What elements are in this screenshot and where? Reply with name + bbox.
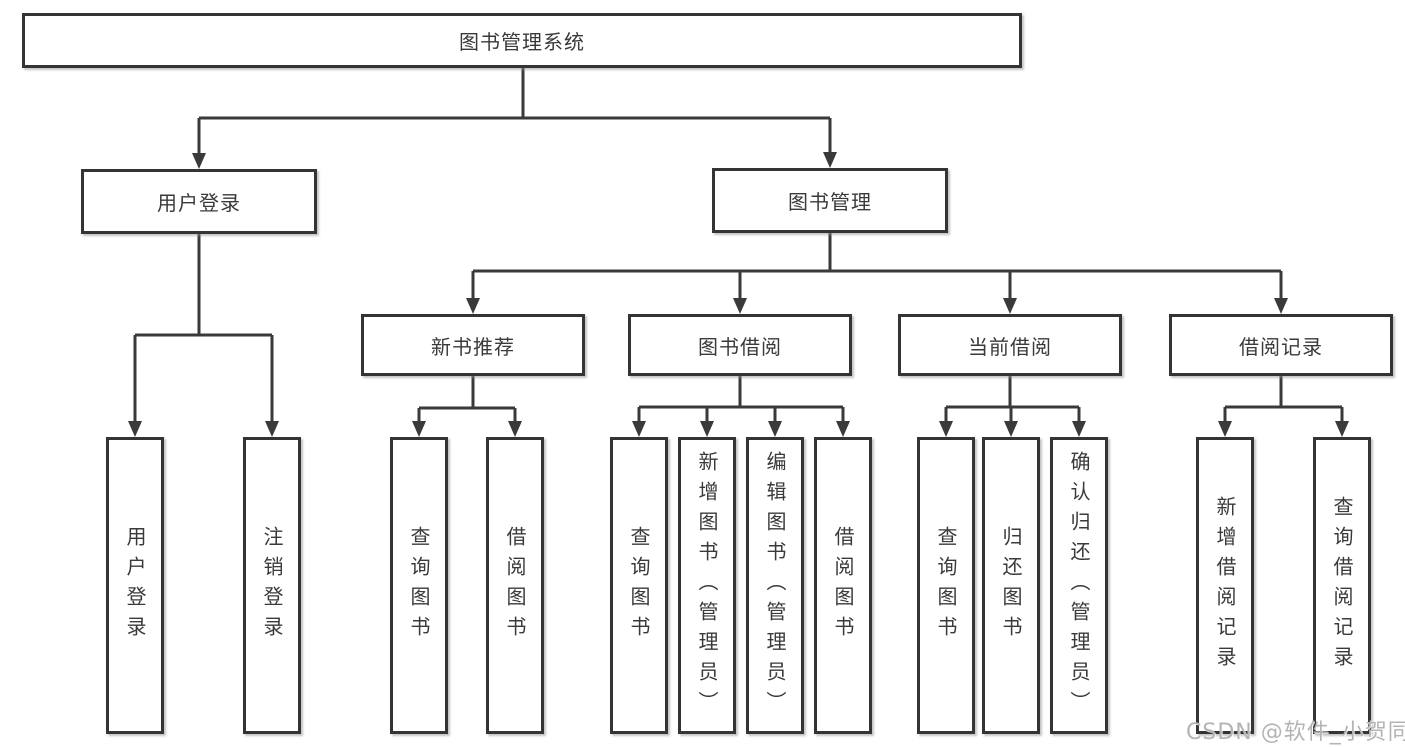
leaf-return-books-label: 归还图书 (999, 525, 1023, 646)
edge-root-to-level2 (197, 68, 832, 154)
node-book-management-label: 图书管理 (788, 190, 872, 214)
leaf-confirm-return-admin: 确认归还（管理员） (1050, 437, 1108, 734)
leaf-recommend-query-books-label: 查询图书 (407, 525, 431, 646)
csdn-watermark: CSDN @软件_小贺同学 (1186, 720, 1405, 745)
node-book-management: 图书管理 (712, 168, 948, 233)
node-book-borrow-label: 图书借阅 (698, 334, 782, 359)
leaf-recommend-borrow-books-label: 借阅图书 (503, 525, 527, 646)
leaf-borrow-books-label: 借阅图书 (831, 525, 855, 646)
leaf-user-login-label: 用户登录 (123, 525, 147, 646)
leaf-borrow-books: 借阅图书 (814, 437, 872, 734)
leaf-add-borrow-record: 新增借阅记录 (1196, 437, 1254, 734)
leaf-recommend-query-books: 查询图书 (390, 437, 448, 734)
node-root: 图书管理系统 (22, 13, 1022, 68)
edge-current-to-leaves (944, 376, 1081, 422)
leaf-logout-label: 注销登录 (260, 525, 284, 646)
node-user-login: 用户登录 (81, 169, 317, 234)
node-new-book-recommend-label: 新书推荐 (431, 334, 515, 359)
node-borrow-records: 借阅记录 (1169, 314, 1393, 376)
edge-borrow-to-leaves (637, 376, 845, 422)
leaf-recommend-borrow-books: 借阅图书 (486, 437, 544, 734)
leaf-current-query-books: 查询图书 (917, 437, 975, 734)
leaf-borrow-query-books-label: 查询图书 (627, 525, 651, 646)
leaf-add-book-admin: 新增图书（管理员） (678, 437, 736, 734)
leaf-edit-book-admin: 编辑图书（管理员） (746, 437, 804, 734)
arrowheads (128, 152, 1349, 437)
leaf-confirm-return-admin-label: 确认归还（管理员） (1067, 450, 1091, 721)
node-current-borrow: 当前借阅 (898, 314, 1122, 376)
node-current-borrow-label: 当前借阅 (968, 334, 1052, 359)
leaf-query-borrow-record-label: 查询借阅记录 (1330, 495, 1354, 676)
node-book-borrow: 图书借阅 (628, 314, 852, 376)
leaf-return-books: 归还图书 (982, 437, 1040, 734)
edge-mgmt-to-level3 (471, 233, 1283, 299)
node-user-login-label: 用户登录 (157, 191, 241, 215)
edge-recommend-to-leaves (417, 376, 517, 422)
leaf-current-query-books-label: 查询图书 (934, 525, 958, 646)
leaf-add-book-admin-label: 新增图书（管理员） (695, 450, 719, 721)
node-borrow-records-label: 借阅记录 (1239, 334, 1323, 359)
leaf-edit-book-admin-label: 编辑图书（管理员） (763, 450, 787, 721)
leaf-query-borrow-record: 查询借阅记录 (1313, 437, 1371, 734)
leaf-borrow-query-books: 查询图书 (610, 437, 668, 734)
leaf-logout: 注销登录 (243, 437, 301, 734)
edge-login-to-leaves (133, 234, 274, 422)
node-root-label: 图书管理系统 (459, 30, 585, 54)
leaf-user-login: 用户登录 (106, 437, 164, 734)
edge-records-to-leaves (1223, 376, 1344, 422)
node-new-book-recommend: 新书推荐 (361, 314, 585, 376)
leaf-add-borrow-record-label: 新增借阅记录 (1213, 495, 1237, 676)
